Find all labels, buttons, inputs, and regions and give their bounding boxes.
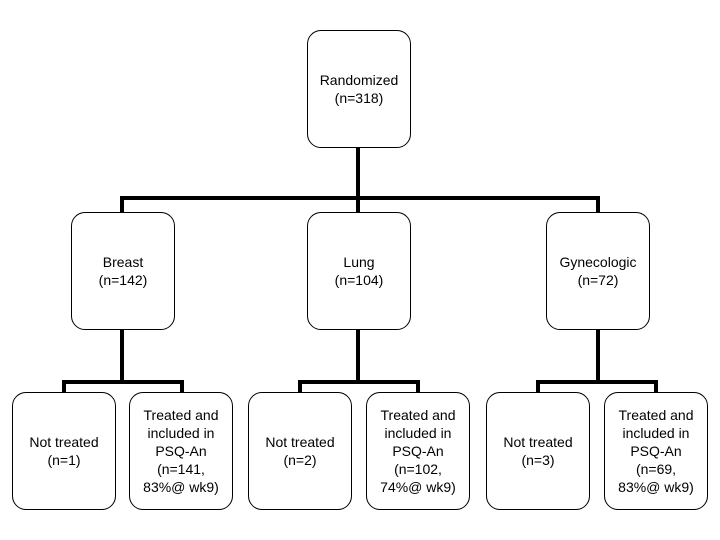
breast-treated-line-2: included in	[147, 425, 215, 441]
breast-not-treated-node: Not treated (n=1)	[12, 392, 116, 510]
gynecologic-treated-node: Treated and included in PSQ-An (n=69, 83…	[604, 392, 708, 510]
breast-label: Breast	[102, 254, 144, 270]
lung-label: Lung	[343, 254, 375, 270]
lung-treated-line-4: (n=102,	[394, 461, 442, 477]
gynecologic-label: Gynecologic	[559, 254, 637, 270]
gynecologic-treated-line-1: Treated and	[618, 407, 694, 423]
breast-node: Breast (n=142)	[71, 212, 175, 330]
randomized-count: (n=318)	[334, 90, 384, 106]
gynecologic-treated-line-3: PSQ-An	[630, 443, 682, 459]
lung-not-treated-label: Not treated	[265, 434, 335, 450]
lung-not-treated-node: Not treated (n=2)	[248, 392, 352, 510]
lung-node: Lung (n=104)	[307, 212, 411, 330]
gynecologic-treated-line-4: (n=69,	[635, 461, 677, 477]
lung-treated-line-1: Treated and	[380, 407, 456, 423]
breast-count: (n=142)	[98, 272, 148, 288]
gynecologic-not-treated-label: Not treated	[503, 434, 573, 450]
lung-treated-node: Treated and included in PSQ-An (n=102, 7…	[366, 392, 470, 510]
gynecologic-treated-line-5: 83%@ wk9)	[618, 479, 694, 495]
gynecologic-node: Gynecologic (n=72)	[546, 212, 650, 330]
lung-treated-line-3: PSQ-An	[392, 443, 444, 459]
randomized-label: Randomized	[319, 72, 399, 88]
gynecologic-not-treated-count: (n=3)	[521, 452, 555, 468]
breast-not-treated-label: Not treated	[29, 434, 99, 450]
lung-not-treated-count: (n=2)	[283, 452, 317, 468]
breast-treated-line-3: PSQ-An	[155, 443, 207, 459]
breast-treated-line-5: 83%@ wk9)	[143, 479, 219, 495]
breast-treated-node: Treated and included in PSQ-An (n=141, 8…	[129, 392, 233, 510]
breast-not-treated-count: (n=1)	[47, 452, 81, 468]
randomized-node: Randomized (n=318)	[307, 30, 411, 148]
lung-count: (n=104)	[334, 272, 384, 288]
gynecologic-count: (n=72)	[577, 272, 619, 288]
lung-treated-line-5: 74%@ wk9)	[380, 479, 456, 495]
breast-treated-line-1: Treated and	[143, 407, 219, 423]
gynecologic-treated-line-2: included in	[622, 425, 690, 441]
breast-treated-line-4: (n=141,	[157, 461, 205, 477]
lung-treated-line-2: included in	[384, 425, 452, 441]
gynecologic-not-treated-node: Not treated (n=3)	[486, 392, 590, 510]
